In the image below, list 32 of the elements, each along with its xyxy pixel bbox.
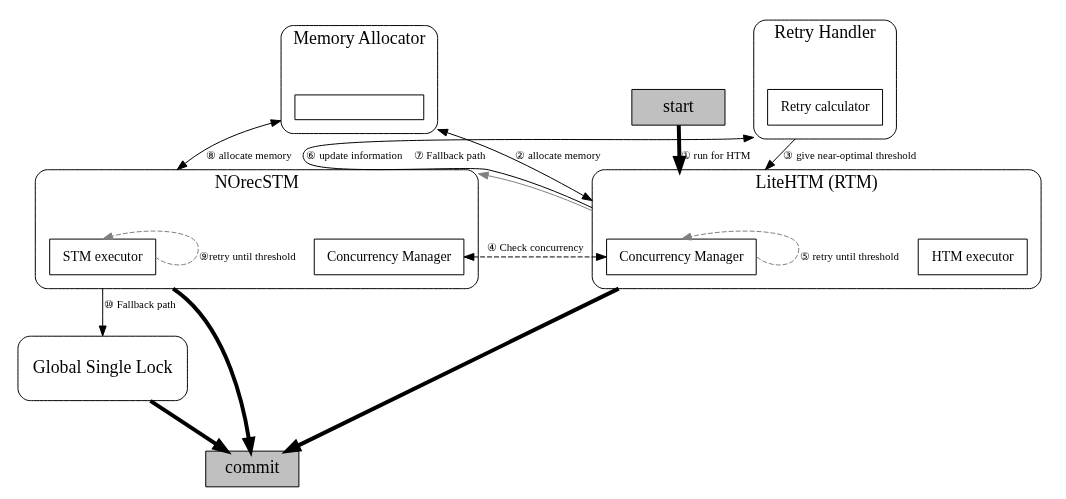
edge-label: ⑨retry until threshold	[198, 249, 296, 262]
arrow	[176, 119, 282, 171]
node-box: STM executor	[48, 238, 156, 276]
edge-label: ② allocate memory	[514, 148, 601, 161]
arrow	[101, 230, 199, 266]
arrow	[98, 288, 107, 337]
edge-label: ④ Check concurrency	[486, 240, 584, 253]
edge-label: ⑩ Fallback path	[103, 298, 176, 311]
node-box	[293, 94, 424, 121]
edge-label: ⑥ update information	[305, 148, 402, 161]
cluster: Memory Allocator	[280, 25, 438, 135]
arrow	[463, 252, 607, 261]
arrow	[764, 138, 796, 171]
node-box: Global Single Lock	[16, 335, 188, 402]
node-box: start	[630, 88, 725, 126]
arrow	[171, 287, 255, 457]
node-box: Retry calculator	[766, 88, 883, 126]
node-box: Concurrency Manager	[313, 238, 464, 276]
arrow	[671, 125, 686, 176]
arrow	[436, 128, 593, 202]
node-box: Concurrency Manager	[605, 238, 757, 276]
edge-label: ⑤ retry until threshold	[799, 249, 899, 262]
node-box: HTM executor	[917, 238, 1028, 276]
edge-label: ⑧ allocate memory	[205, 148, 292, 161]
arrow	[680, 230, 799, 266]
arrow	[302, 134, 754, 209]
edge-label: ③ give near-optimal threshold	[782, 148, 916, 161]
arrow	[477, 171, 593, 212]
arrow	[280, 286, 620, 454]
arrow	[148, 399, 232, 455]
node-box: commit	[204, 450, 299, 488]
edge-label: ⑦ Fallback path	[413, 148, 485, 161]
